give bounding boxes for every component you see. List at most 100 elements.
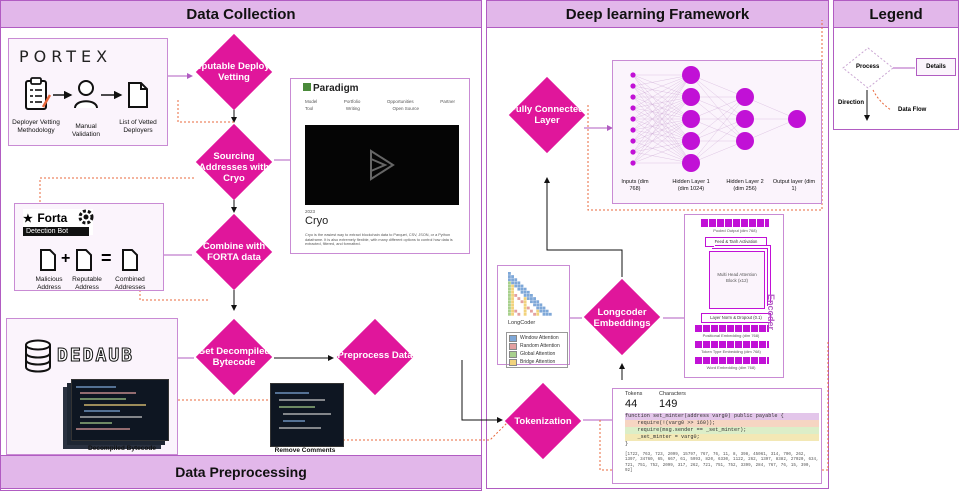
nn-edge [632, 74, 692, 131]
attention-cell [517, 287, 521, 291]
attention-cell [511, 290, 514, 294]
nn-neuron [682, 66, 700, 84]
nn-neuron [630, 138, 636, 144]
attention-cell [520, 290, 524, 294]
positional-embedding-bar [695, 325, 769, 332]
attention-cell [536, 303, 540, 307]
section-title: Legend [869, 5, 923, 23]
nn-edge [632, 74, 692, 87]
attention-cell [526, 297, 530, 300]
section-title: Deep learning Framework [565, 5, 750, 23]
database-icon [25, 339, 51, 373]
attention-cell [548, 312, 552, 316]
code-line: function set_minter(address varg0) publi… [625, 413, 819, 420]
nn-edge [690, 74, 746, 98]
nn-edge [690, 140, 746, 164]
nn-neuron [630, 83, 636, 89]
attention-legend-item: Global Attention [509, 350, 565, 358]
attention-cell [517, 281, 521, 285]
longcoder-box: LongCoder Window Attention Random Attent… [497, 265, 570, 368]
section-title: Data Collection [186, 5, 296, 23]
nn-layer-label: Inputs (dim 768) [621, 179, 649, 192]
nn-neuron [682, 132, 700, 150]
data-collection-header: Data Collection [0, 0, 482, 28]
attention-cell [539, 309, 543, 313]
attention-cell [536, 300, 540, 304]
attention-cell [533, 303, 536, 307]
token-ids: [1722, 763, 723, 2099, 15797, 767, 76, 1… [625, 453, 819, 474]
cryo-logo-icon [370, 149, 395, 181]
nn-neuron [630, 160, 636, 166]
legend-label: Bridge Attention [520, 359, 556, 365]
cryo-image [305, 125, 459, 205]
attention-cell [530, 297, 533, 300]
forta-item-label: Malicious Address [35, 276, 63, 291]
portex-logo: PORTEX [19, 47, 113, 66]
nn-edge [632, 96, 692, 153]
attention-cell [517, 297, 521, 300]
dedaub-caption: Decompiled Bytecode [88, 445, 156, 452]
forta-box: ★ Forta Detection Bot + = Malicious Addr… [14, 203, 164, 291]
tokens-label: Tokens [625, 391, 643, 397]
nn-neuron [788, 110, 806, 128]
attention-cell [533, 300, 536, 304]
forta-logo-text: Forta [37, 211, 68, 225]
legend-direction-label: Direction [838, 100, 865, 106]
attention-legend-item: Random Attention [509, 342, 565, 350]
nn-edge [632, 140, 692, 153]
attention-cell [523, 297, 527, 300]
tokens-count: 44 [625, 398, 638, 410]
attention-cell [526, 290, 530, 294]
arrow-icon [53, 91, 123, 99]
attention-cell [511, 312, 514, 316]
nn-layer-label: Hidden Layer 1 (dim 1024) [672, 179, 710, 192]
attention-cell [514, 281, 518, 285]
attention-cell [514, 294, 518, 297]
meta-value: Tool [305, 106, 314, 111]
attention-cell [508, 284, 511, 288]
layernorm-box: Layer Norm & Dropout (0.1) [701, 313, 771, 323]
longcoder-caption: LongCoder [508, 320, 536, 326]
encoder-label: Token Type Embedding (dim 768) [701, 349, 761, 354]
forta-item-label: Combined Addresses [114, 276, 146, 291]
attention-cell [542, 306, 546, 310]
attention-cell [523, 290, 527, 294]
nn-layer-label: Hidden Layer 2 (dim 256) [726, 179, 764, 192]
nn-edge [632, 151, 692, 164]
attention-cell [514, 278, 518, 282]
paradigm-logo: Paradigm [303, 83, 359, 94]
attention-cell [523, 312, 527, 316]
portex-item-label: Manual Validation [71, 123, 101, 138]
attention-cell [526, 294, 530, 297]
meta-header: Portfolio [343, 99, 361, 104]
remove-comments-label: Remove Comments [274, 447, 336, 454]
nn-edge [632, 74, 692, 98]
attention-cell [523, 287, 527, 291]
nn-neuron [736, 132, 754, 150]
attention-cell [530, 309, 533, 313]
equals-op: = [101, 248, 112, 268]
nn-edge [744, 96, 798, 120]
chars-label: Characters [659, 391, 686, 397]
attention-cell [542, 309, 546, 313]
paradigm-desc: Cryo is the easiest way to extract block… [305, 233, 453, 247]
nn-edge [632, 118, 692, 153]
nn-neuron [682, 154, 700, 172]
legend-details-label: Details [926, 64, 946, 70]
attention-cell [533, 312, 536, 316]
process-label: Sourcing Addresses with Cryo [198, 151, 270, 184]
legend-swatch [509, 350, 517, 358]
attention-cell [545, 309, 549, 313]
feed-tanh-box: Feed & Tanh Activation [705, 237, 767, 247]
attention-cell [511, 294, 514, 297]
legend-swatch [509, 358, 517, 366]
attention-cell [545, 312, 549, 316]
attention-cell [523, 309, 527, 313]
neural-network-box: Inputs (dim 768) Hidden Layer 1 (dim 102… [612, 60, 822, 204]
attention-cell [508, 297, 511, 300]
paradigm-date: 2023 [305, 209, 316, 214]
nn-edge [632, 74, 692, 109]
plus-op: + [61, 250, 71, 267]
encoder-label: Multi Head Attention Block (x12) [717, 272, 757, 283]
